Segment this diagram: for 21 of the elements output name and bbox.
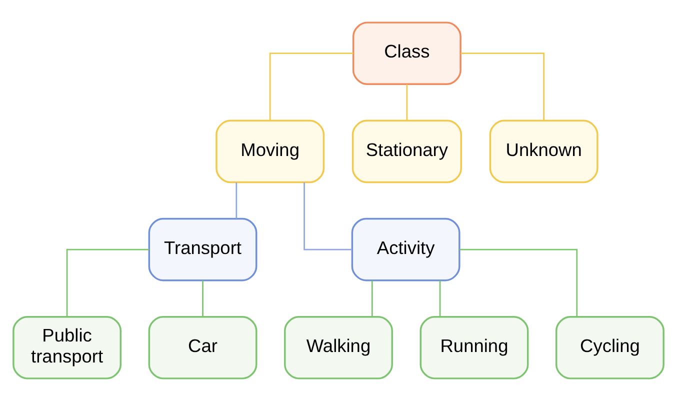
node-box: Transport <box>148 218 258 282</box>
node-box: Activity <box>351 218 460 282</box>
connector <box>439 280 441 317</box>
node-box: Cycling <box>556 316 664 380</box>
node-box: Walking <box>284 316 393 380</box>
connector <box>66 248 150 317</box>
connector <box>236 182 238 219</box>
node-box: Running <box>420 316 529 380</box>
node-box: Car <box>148 316 258 380</box>
connector <box>304 182 352 250</box>
connector <box>460 52 544 120</box>
connector <box>406 84 408 121</box>
node-box: Unknown <box>489 120 598 184</box>
node-box: Moving <box>216 120 325 184</box>
node-box: Class <box>352 22 462 85</box>
node-box: Stationary <box>352 120 462 184</box>
node-box: Public transport <box>12 316 122 380</box>
connector <box>269 52 354 120</box>
connector <box>371 280 373 317</box>
connector <box>459 248 578 317</box>
connector <box>202 280 204 317</box>
